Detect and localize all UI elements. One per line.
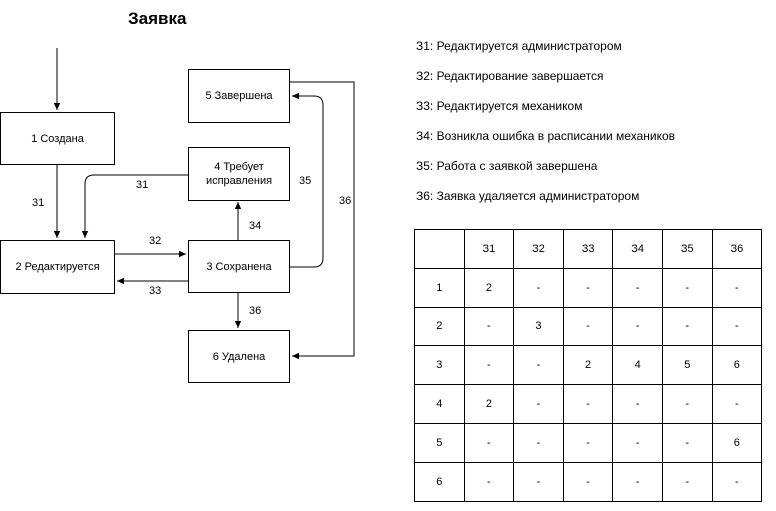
table-cell: - xyxy=(612,461,663,502)
table-header-cell: З6 xyxy=(711,229,763,269)
table-cell: 2 xyxy=(463,267,515,308)
table-cell: - xyxy=(513,267,564,308)
table-row-header: 6 xyxy=(414,461,465,502)
table-header-cell: З1 xyxy=(463,229,515,269)
table-cell: 6 xyxy=(711,345,763,386)
edge-label-5-6: 36 xyxy=(338,195,353,208)
table-cell: - xyxy=(711,461,763,502)
table-cell: - xyxy=(562,267,614,308)
table-row-header: 1 xyxy=(414,267,465,308)
legend-item: З2: Редактирование завершается xyxy=(416,69,604,83)
table-cell: - xyxy=(463,422,515,463)
table-row-header: 4 xyxy=(414,384,465,424)
edge-label-1-2: 31 xyxy=(31,197,46,210)
table-cell: - xyxy=(661,306,713,347)
table-row-header: 3 xyxy=(414,345,465,386)
event-legend: З1: Редактируется администратором З2: Ре… xyxy=(416,38,675,218)
table-cell: - xyxy=(562,422,614,463)
legend-item: З1: Редактируется администратором xyxy=(416,39,622,53)
table-cell: - xyxy=(612,267,663,308)
table-cell: - xyxy=(661,384,713,424)
table-cell: - xyxy=(562,306,614,347)
table-cell: 2 xyxy=(463,384,515,424)
table-row: 6 - - - - - - xyxy=(414,461,763,502)
table-cell: - xyxy=(562,461,614,502)
table-cell: - xyxy=(661,461,713,502)
table-row-header: 5 xyxy=(414,422,465,463)
table-cell: 5 xyxy=(661,345,713,386)
table-cell: - xyxy=(513,422,564,463)
table-cell: - xyxy=(612,306,663,347)
table-header-cell: З4 xyxy=(612,229,663,269)
state-6: 6 Удалена xyxy=(188,330,290,383)
edge-label-3-4: 34 xyxy=(248,220,263,233)
table-cell: - xyxy=(612,422,663,463)
state-2: 2 Редактируется xyxy=(0,240,115,294)
table-cell: 3 xyxy=(513,306,564,347)
edge-label-2-3: 32 xyxy=(148,235,163,248)
table-cell: 2 xyxy=(562,345,614,386)
legend-item: З3: Редактируется механиком xyxy=(416,99,583,113)
table-cell: - xyxy=(463,306,515,347)
table-header-cell: З2 xyxy=(513,229,564,269)
legend-item: З5: Работа с заявкой завершена xyxy=(416,159,598,173)
diagram-title: Заявка xyxy=(128,9,187,28)
state-3: 3 Сохранена xyxy=(188,240,290,293)
table-cell: - xyxy=(513,384,564,424)
table-header-cell: З3 xyxy=(562,229,614,269)
table-header-cell xyxy=(414,229,465,269)
table-row: 4 2 - - - - - xyxy=(414,384,763,424)
table-cell: - xyxy=(463,345,515,386)
table-header-cell: З5 xyxy=(661,229,713,269)
table-cell: - xyxy=(661,422,713,463)
transition-table: З1 З2 З3 З4 З5 З6 1 2 - - - - - 2 - 3 - … xyxy=(414,229,763,502)
table-cell: - xyxy=(661,267,713,308)
table-row-header: 2 xyxy=(414,306,465,347)
edge-label-3-2: 33 xyxy=(148,285,163,298)
legend-item: З6: Заявка удаляется администратором xyxy=(416,189,640,203)
state-4: 4 Требует исправления xyxy=(188,147,290,201)
table-cell: - xyxy=(711,267,763,308)
legend-item: З4: Возникла ошибка в расписании механик… xyxy=(416,129,676,143)
table-cell: - xyxy=(612,384,663,424)
table-cell: 4 xyxy=(612,345,663,386)
state-5: 5 Завершена xyxy=(188,69,290,123)
edge-label-4-2: 31 xyxy=(135,179,150,192)
table-row: 3 - - 2 4 5 6 xyxy=(414,345,763,386)
table-cell: - xyxy=(711,384,763,424)
table-row: 2 - 3 - - - - xyxy=(414,306,763,347)
edge-4-to-2 xyxy=(81,174,188,238)
table-row: 1 2 - - - - - xyxy=(414,267,763,308)
table-cell: 6 xyxy=(711,422,763,463)
edge-label-3-5: 35 xyxy=(298,175,313,188)
state-1: 1 Создана xyxy=(0,112,115,165)
table-cell: - xyxy=(513,345,564,386)
table-cell: - xyxy=(711,306,763,347)
table-header-row: З1 З2 З3 З4 З5 З6 xyxy=(414,229,763,269)
edge-label-3-6: 36 xyxy=(248,305,263,318)
table-cell: - xyxy=(463,461,515,502)
table-cell: - xyxy=(562,384,614,424)
edge-5-to-6 xyxy=(290,81,355,360)
edge-3-to-5 xyxy=(290,92,324,268)
table-cell: - xyxy=(513,461,564,502)
table-row: 5 - - - - - 6 xyxy=(414,422,763,463)
